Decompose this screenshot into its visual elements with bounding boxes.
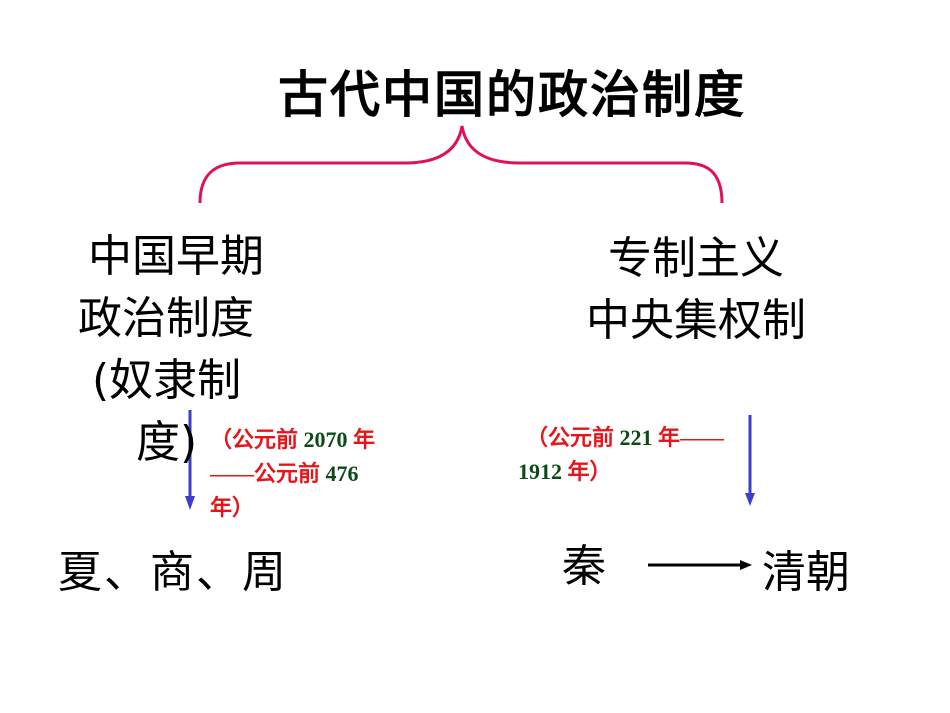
left-down-arrow bbox=[185, 410, 195, 510]
left-line-3: (奴隶制 bbox=[92, 355, 242, 406]
right-date-note: （公元前 221 年—— 1912 年） bbox=[518, 425, 725, 484]
left-date-note: （公元前 2070 年 ——公元前 476 年） bbox=[210, 427, 376, 520]
right-down-arrow bbox=[745, 415, 755, 506]
qin-to-qing-arrow bbox=[648, 560, 752, 570]
right-line-1: 专制主义 bbox=[608, 233, 784, 284]
right-branch-label: 专制主义 中央集权制 bbox=[586, 228, 806, 352]
left-line-1: 中国早期 bbox=[88, 231, 264, 282]
diagram-title: 古代中国的政治制度 bbox=[278, 66, 746, 124]
left-branch-label: 中国早期 政治制度 (奴隶制 度) bbox=[78, 226, 264, 474]
end-dynasty-qing: 清朝 bbox=[762, 547, 850, 598]
right-line-2: 中央集权制 bbox=[586, 295, 806, 346]
start-dynasty-qin: 秦 bbox=[562, 541, 606, 592]
curly-brace bbox=[198, 125, 724, 204]
left-line-2: 政治制度 bbox=[78, 293, 254, 344]
left-dynasties: 夏、商、周 bbox=[58, 547, 288, 598]
left-line-4: 度) bbox=[136, 417, 198, 468]
